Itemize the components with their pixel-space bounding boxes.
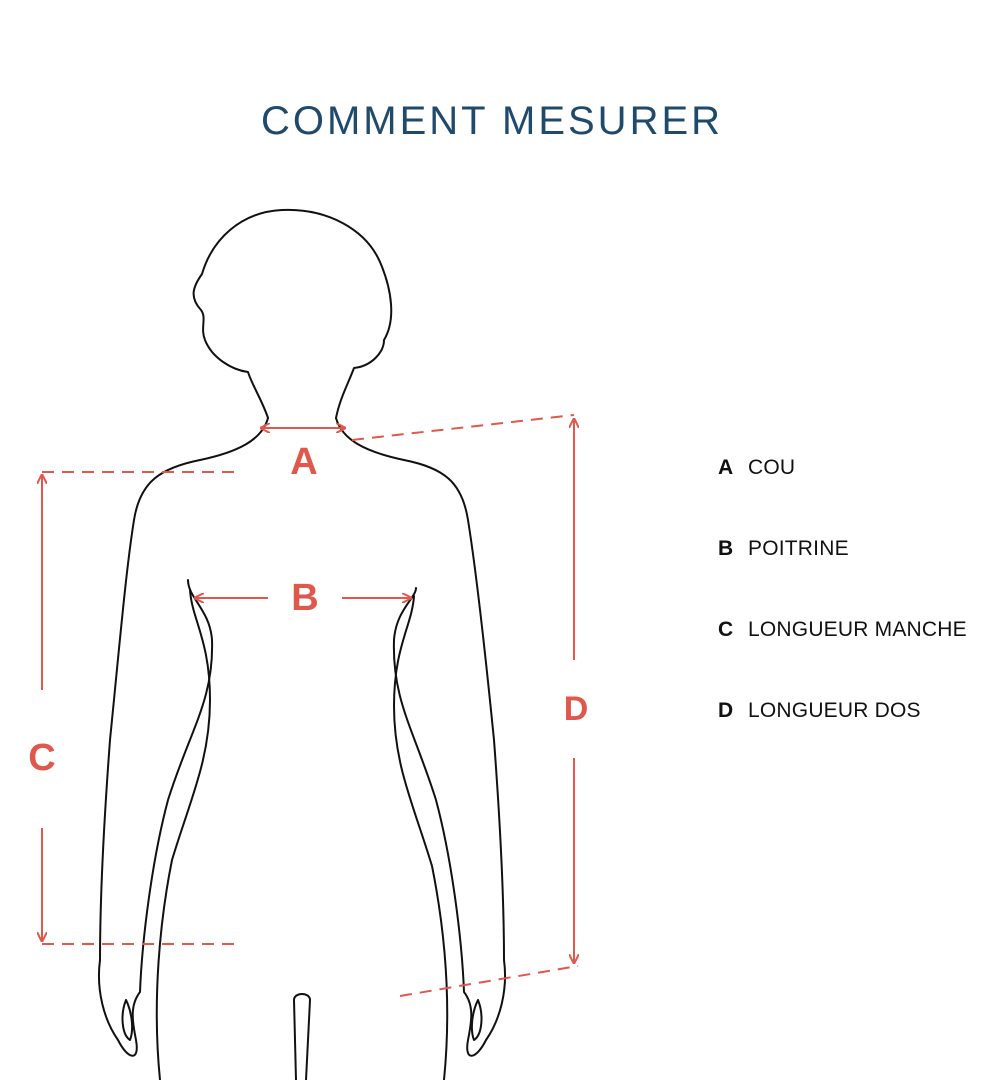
measurement-legend: A COU B POITRINE C LONGUEUR MANCHE D LONGUEU… [718, 455, 984, 779]
legend-item-sleeve: C LONGUEUR MANCHE [718, 617, 984, 698]
body-outline-right [335, 417, 507, 1057]
body-outline [97, 417, 269, 1057]
marker-a: A [290, 441, 317, 483]
dash-d-bottom [399, 965, 579, 997]
legs-divider [293, 993, 311, 1080]
measure-b: B [196, 577, 410, 619]
head-outline [192, 208, 393, 419]
legend-label: LONGUEUR MANCHE [748, 618, 967, 641]
waist-right [393, 595, 449, 1080]
marker-d: D [564, 690, 589, 728]
legend-letter: A [718, 456, 734, 479]
left-hand [121, 999, 134, 1041]
legend-label: POITRINE [748, 537, 849, 560]
right-hand [470, 999, 483, 1041]
legend-letter: B [718, 537, 734, 560]
legend-letter: D [718, 699, 734, 722]
legend-item-back: D LONGUEUR DOS [718, 698, 984, 779]
waist-left [155, 589, 211, 1080]
measure-c: C [28, 471, 236, 945]
page-title: COMMENT MESURER [260, 99, 724, 143]
legend-label: LONGUEUR DOS [748, 699, 921, 722]
legend-item-neck: A COU [718, 455, 984, 536]
legend-item-chest: B POITRINE [718, 536, 984, 617]
measure-a: A [262, 428, 344, 483]
body-silhouette [97, 208, 507, 1080]
legend-label: COU [748, 456, 796, 479]
legend-letter: C [718, 618, 734, 641]
dash-d-top [351, 414, 575, 441]
marker-c: C [28, 737, 55, 779]
measure-d: D [351, 414, 589, 997]
marker-b: B [291, 577, 318, 619]
